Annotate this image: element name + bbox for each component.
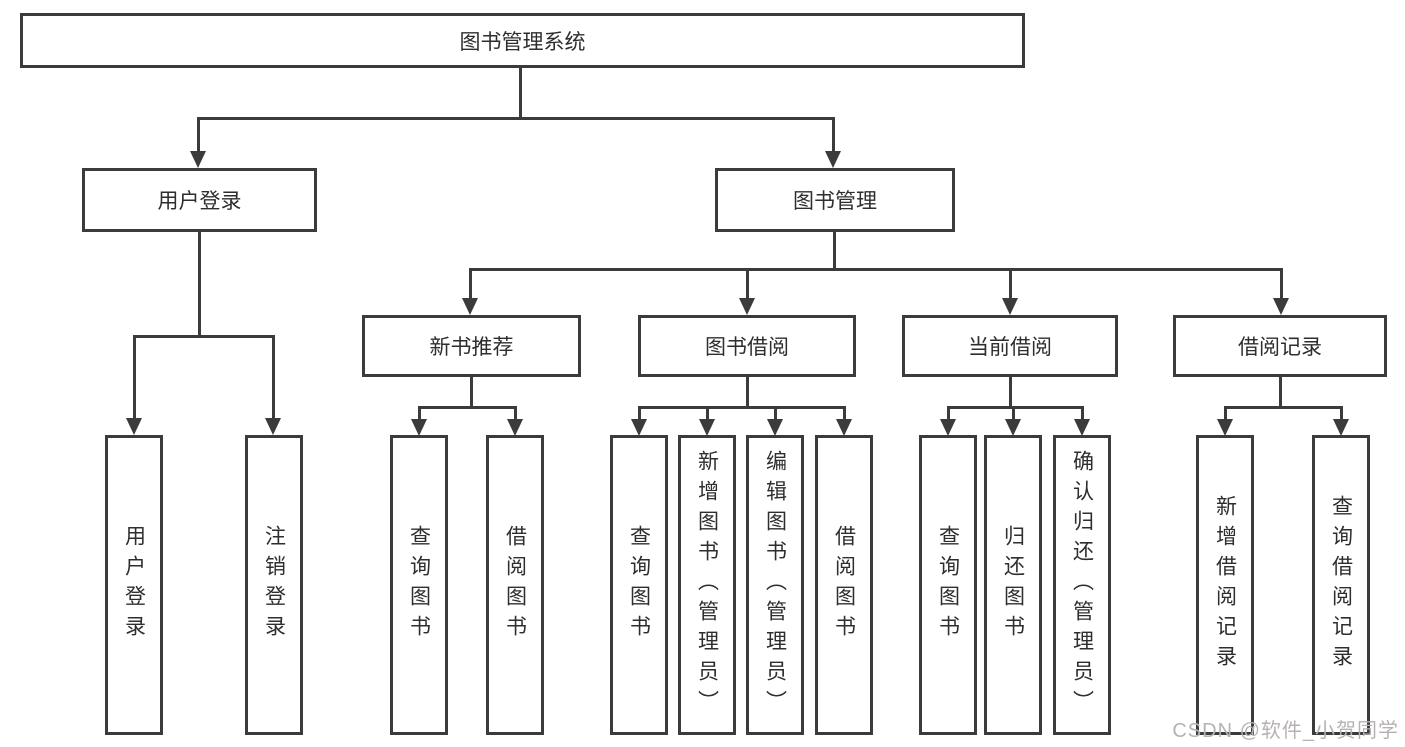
- connector-new-book-shaft: [470, 377, 473, 409]
- connector-drop: [1012, 406, 1015, 420]
- connector-drop: [514, 406, 517, 420]
- arrowhead-book-mgmt: [825, 151, 841, 168]
- leaf-node-rec-borrow-books: 借阅图书: [486, 435, 544, 735]
- connector-user-login-distribution: [133, 335, 275, 338]
- connector-drop-leaf-login: [133, 335, 136, 419]
- leaf-node-rec-query-books: 查询图书: [390, 435, 448, 735]
- branch-node-user-login: 用户登录: [82, 168, 317, 232]
- leaf-node-label: 借阅图书: [832, 525, 856, 645]
- leaf-node-label: 确认归还（管理员）: [1070, 450, 1094, 720]
- arrowhead: [767, 419, 783, 436]
- arrowhead-leaf-login: [126, 418, 142, 435]
- group-node-current-borrow: 当前借阅: [902, 315, 1118, 377]
- arrowhead: [836, 419, 852, 436]
- leaf-node-label: 编辑图书（管理员）: [763, 450, 787, 720]
- leaf-node-label: 归还图书: [1001, 525, 1025, 645]
- branch-node-label: 用户登录: [157, 190, 242, 213]
- connector-book-mgmt-distribution: [469, 268, 1283, 271]
- leaf-node-label: 注销登录: [262, 525, 286, 645]
- leaf-node-label: 查询图书: [936, 525, 960, 645]
- branch-node-book-mgmt: 图书管理: [715, 168, 955, 232]
- connector-user-login-shaft: [198, 232, 201, 338]
- group-node-label: 图书借阅: [705, 336, 789, 359]
- connector-drop: [706, 406, 709, 420]
- leaf-node-br-query-record: 查询借阅记录: [1312, 435, 1370, 735]
- arrowhead: [507, 419, 523, 436]
- leaf-node-cb-confirm-return-admin: 确认归还（管理员）: [1053, 435, 1111, 735]
- connector-borrow-records-distribution: [1224, 406, 1343, 409]
- arrowhead-borrow-records: [1273, 298, 1289, 315]
- leaf-node-label: 新增借阅记录: [1213, 495, 1237, 675]
- connector-book-borrow-shaft: [746, 377, 749, 409]
- arrowhead: [1217, 419, 1233, 436]
- group-node-borrow-records: 借阅记录: [1173, 315, 1387, 377]
- connector-drop-book-borrow: [746, 268, 749, 300]
- leaf-node-logout: 注销登录: [245, 435, 303, 735]
- arrowhead: [631, 419, 647, 436]
- group-node-new-book-rec: 新书推荐: [362, 315, 581, 377]
- leaf-node-label: 查询图书: [627, 525, 651, 645]
- root-node-label: 图书管理系统: [459, 30, 586, 54]
- connector-drop: [418, 406, 421, 420]
- connector-drop-current-borrow: [1009, 268, 1012, 300]
- leaf-node-br-add-record: 新增借阅记录: [1196, 435, 1254, 735]
- connector-new-book-distribution: [418, 406, 517, 409]
- arrowhead: [1333, 419, 1349, 436]
- leaf-node-label: 用户登录: [122, 525, 146, 645]
- leaf-node-bb-borrow-books: 借阅图书: [815, 435, 873, 735]
- connector-drop-user-login: [197, 117, 200, 154]
- connector-drop: [1081, 406, 1084, 420]
- connector-drop: [774, 406, 777, 420]
- group-node-label: 新书推荐: [429, 336, 514, 359]
- connector-drop: [1340, 406, 1343, 420]
- leaf-node-user-login: 用户登录: [105, 435, 163, 735]
- branch-node-label: 图书管理: [793, 190, 877, 213]
- arrowhead: [1005, 419, 1021, 436]
- connector-current-borrow-shaft: [1009, 377, 1012, 409]
- connector-drop: [638, 406, 641, 420]
- arrowhead: [1074, 419, 1090, 436]
- leaf-node-bb-add-books-admin: 新增图书（管理员）: [678, 435, 736, 735]
- arrowhead-leaf-logout: [265, 418, 281, 435]
- connector-drop-borrow-records: [1280, 268, 1283, 300]
- connector-drop: [947, 406, 950, 420]
- csdn-watermark: CSDN @软件_小贺同学: [1172, 720, 1399, 742]
- root-node-library-system: 图书管理系统: [20, 13, 1025, 68]
- arrowhead: [699, 419, 715, 436]
- connector-root-distribution: [197, 117, 834, 120]
- leaf-node-label: 新增图书（管理员）: [695, 450, 719, 720]
- arrowhead: [411, 419, 427, 436]
- arrowhead-user-login: [190, 151, 206, 168]
- leaf-node-label: 借阅图书: [503, 525, 527, 645]
- connector-book-borrow-distribution: [638, 406, 846, 409]
- leaf-node-bb-edit-books-admin: 编辑图书（管理员）: [746, 435, 804, 735]
- connector-drop: [843, 406, 846, 420]
- leaf-node-label: 查询图书: [407, 525, 431, 645]
- arrowhead-new-book: [462, 298, 478, 315]
- arrowhead-current-borrow: [1002, 298, 1018, 315]
- group-node-label: 借阅记录: [1238, 336, 1322, 359]
- leaf-node-cb-query-books: 查询图书: [919, 435, 977, 735]
- connector-drop: [1224, 406, 1227, 420]
- leaf-node-label: 查询借阅记录: [1329, 495, 1353, 675]
- connector-book-mgmt-shaft: [833, 232, 836, 271]
- connector-root-shaft: [519, 68, 522, 118]
- connector-drop-book-mgmt: [832, 117, 835, 154]
- connector-borrow-records-shaft: [1279, 377, 1282, 409]
- leaf-node-cb-return-books: 归还图书: [984, 435, 1042, 735]
- connector-drop-new-book: [469, 268, 472, 300]
- connector-drop-leaf-logout: [272, 335, 275, 419]
- arrowhead: [940, 419, 956, 436]
- arrowhead-book-borrow: [739, 298, 755, 315]
- group-node-label: 当前借阅: [968, 336, 1052, 359]
- group-node-book-borrow: 图书借阅: [638, 315, 856, 377]
- leaf-node-bb-query-books: 查询图书: [610, 435, 668, 735]
- connector-current-borrow-distribution: [947, 406, 1084, 409]
